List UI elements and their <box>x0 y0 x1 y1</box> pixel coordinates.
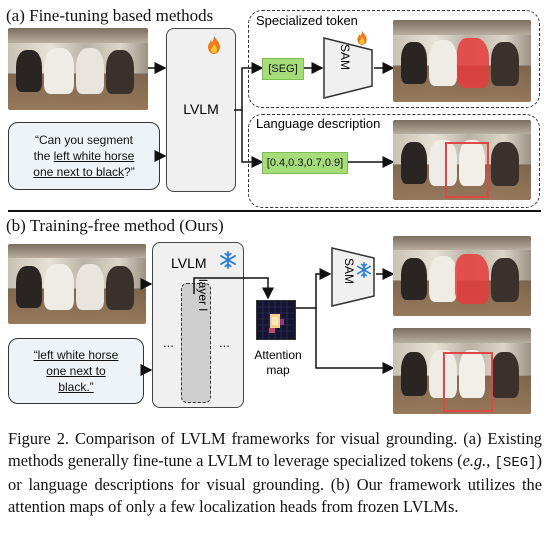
panel-b-arrows <box>140 268 395 376</box>
attention-map-grid <box>256 300 296 340</box>
query-b-line1: “left white horse <box>33 348 119 362</box>
query-b-line3: black.” <box>58 380 94 394</box>
snowflake-icon <box>356 262 372 283</box>
output-box-image-b <box>393 328 531 414</box>
specialized-token-group <box>248 10 540 108</box>
bbox-output-text: [0.4,0.3,0.7,0.9] <box>262 152 348 174</box>
dots-right: ... <box>219 335 230 350</box>
fire-icon <box>355 30 369 51</box>
fire-icon <box>205 35 223 60</box>
caption-label: Figure 2. <box>8 429 70 448</box>
output-mask-image-b <box>393 236 531 316</box>
output-mask-image-a <box>393 20 531 102</box>
sam-label-a: SAM <box>338 43 353 71</box>
lvlm-model-a: LVLM <box>166 28 236 192</box>
panel-b-title: (b) Training-free method (Ours) <box>6 216 224 235</box>
snowflake-icon <box>219 251 237 274</box>
query-b-line2: one next to <box>46 364 106 378</box>
language-description-title: Language description <box>256 116 381 131</box>
attention-map-label: Attention map <box>254 348 302 377</box>
sam-decoder-a <box>323 37 373 99</box>
query-text-box-b: “left white horse one next to black.” <box>8 338 144 404</box>
figure-caption: Figure 2. Comparison of LVLM frameworks … <box>8 429 542 516</box>
lvlm-label-a: LVLM <box>183 101 219 117</box>
panel-a-title: (a) Fine-tuning based methods <box>6 6 214 25</box>
panel-a-arrows <box>148 62 395 168</box>
input-image-a <box>8 28 148 110</box>
query-a-line3: one next to black?” <box>33 165 135 179</box>
input-image-b <box>8 244 146 324</box>
sam-label-b: SAM <box>342 257 357 285</box>
specialized-token-title: Specialized token <box>256 13 358 28</box>
query-text-box-a: “Can you segment the left white horse on… <box>8 122 160 190</box>
lvlm-label-b: LVLM <box>171 255 207 271</box>
language-description-group <box>248 114 540 208</box>
query-a-line1: “Can you segment <box>34 133 134 147</box>
dots-left: ... <box>163 335 174 350</box>
query-a-line2: the left white horse <box>33 149 135 163</box>
seg-token: [SEG] <box>262 58 304 80</box>
seg-inline-token: [SEG] <box>494 455 537 471</box>
section-divider <box>8 210 541 212</box>
lvlm-model-b: LVLM ... ... <box>152 242 244 408</box>
layer-l-block <box>181 283 211 403</box>
output-box-image-a <box>393 120 531 200</box>
